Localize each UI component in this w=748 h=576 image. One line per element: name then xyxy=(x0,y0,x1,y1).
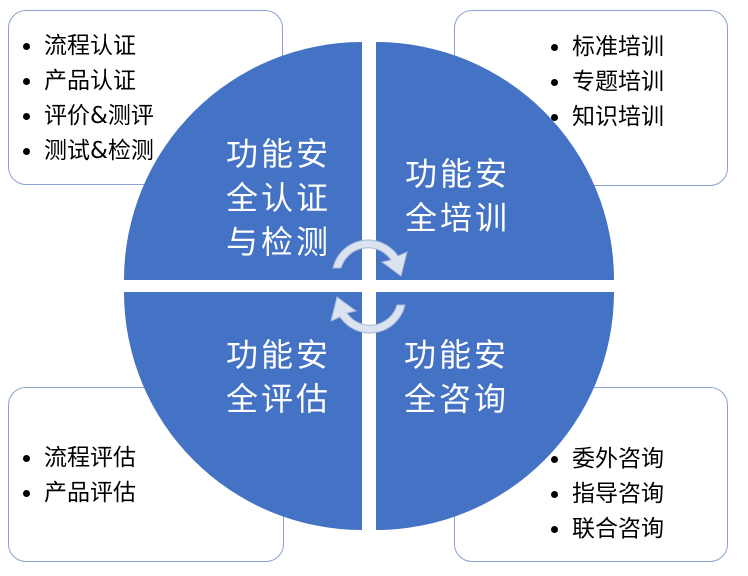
list-item: 产品认证 xyxy=(23,64,154,99)
list-item: 测试&检测 xyxy=(23,134,154,169)
list-item-label: 标准培训 xyxy=(572,34,664,60)
list-item-label: 委外咨询 xyxy=(572,446,664,472)
quadrant-top-left xyxy=(124,42,362,280)
list-item-label: 产品评估 xyxy=(44,480,136,506)
bullet-icon xyxy=(23,78,30,85)
label-line: 全认证 xyxy=(226,179,332,217)
list-item: 评价&测评 xyxy=(23,99,154,134)
list-item: 产品评估 xyxy=(23,476,136,511)
quadrant-label-bottom-right: 功能安 全咨询 xyxy=(404,333,509,421)
list-item: 流程评估 xyxy=(23,441,136,476)
bullet-icon xyxy=(23,148,30,155)
bullet-icon xyxy=(23,490,30,497)
label-line: 全评估 xyxy=(226,380,332,418)
label-line: 全咨询 xyxy=(404,380,510,418)
list-item-label: 联合咨询 xyxy=(572,516,664,542)
list-item: 联合咨询 xyxy=(551,512,664,547)
list-item: 指导咨询 xyxy=(551,477,664,512)
bullet-icon xyxy=(551,526,558,533)
list-bottom-left: 流程评估 产品评估 xyxy=(23,441,136,511)
list-bottom-right: 委外咨询 指导咨询 联合咨询 xyxy=(551,442,664,547)
list-item: 标准培训 xyxy=(551,30,664,65)
list-item: 知识培训 xyxy=(551,100,664,135)
bullet-icon xyxy=(551,456,558,463)
bullet-icon xyxy=(23,43,30,50)
quadrant-label-top-left: 功能安 全认证 与检测 xyxy=(226,132,331,264)
list-item-label: 专题培训 xyxy=(572,69,664,95)
bullet-icon xyxy=(23,455,30,462)
list-item-label: 流程评估 xyxy=(44,445,136,471)
list-item: 流程认证 xyxy=(23,29,154,64)
bullet-icon xyxy=(551,114,558,121)
list-item: 委外咨询 xyxy=(551,442,664,477)
arrow-bottom-icon xyxy=(330,296,406,334)
label-line: 功能安 xyxy=(405,155,511,193)
quadrant-bottom-left xyxy=(124,292,362,530)
label-line: 功能安 xyxy=(404,336,510,374)
list-item-label: 评价&测评 xyxy=(44,103,154,129)
bullet-icon xyxy=(551,44,558,51)
label-line: 功能安 xyxy=(226,135,332,173)
label-line: 与检测 xyxy=(226,223,332,261)
quadrant-label-bottom-left: 功能安 全评估 xyxy=(226,333,331,421)
quadrant-bottom-right-fill xyxy=(376,292,614,530)
list-item: 专题培训 xyxy=(551,65,664,100)
list-item-label: 产品认证 xyxy=(44,68,136,94)
bullet-icon xyxy=(551,79,558,86)
list-item-label: 测试&检测 xyxy=(44,138,154,164)
label-line: 功能安 xyxy=(226,336,332,374)
cycle-arrows-icon xyxy=(330,239,408,334)
arrow-top-icon xyxy=(332,239,408,277)
quadrant-label-top-right: 功能安 全培训 xyxy=(405,152,510,240)
bullet-icon xyxy=(23,113,30,120)
list-item-label: 指导咨询 xyxy=(572,481,664,507)
list-top-left: 流程认证 产品认证 评价&测评 测试&检测 xyxy=(23,29,154,169)
list-item-label: 知识培训 xyxy=(572,104,664,130)
label-line: 全培训 xyxy=(405,199,511,237)
bullet-icon xyxy=(551,491,558,498)
quadrant-top-right xyxy=(376,42,614,280)
list-top-right: 标准培训 专题培训 知识培训 xyxy=(551,30,664,135)
list-item-label: 流程认证 xyxy=(44,33,136,59)
